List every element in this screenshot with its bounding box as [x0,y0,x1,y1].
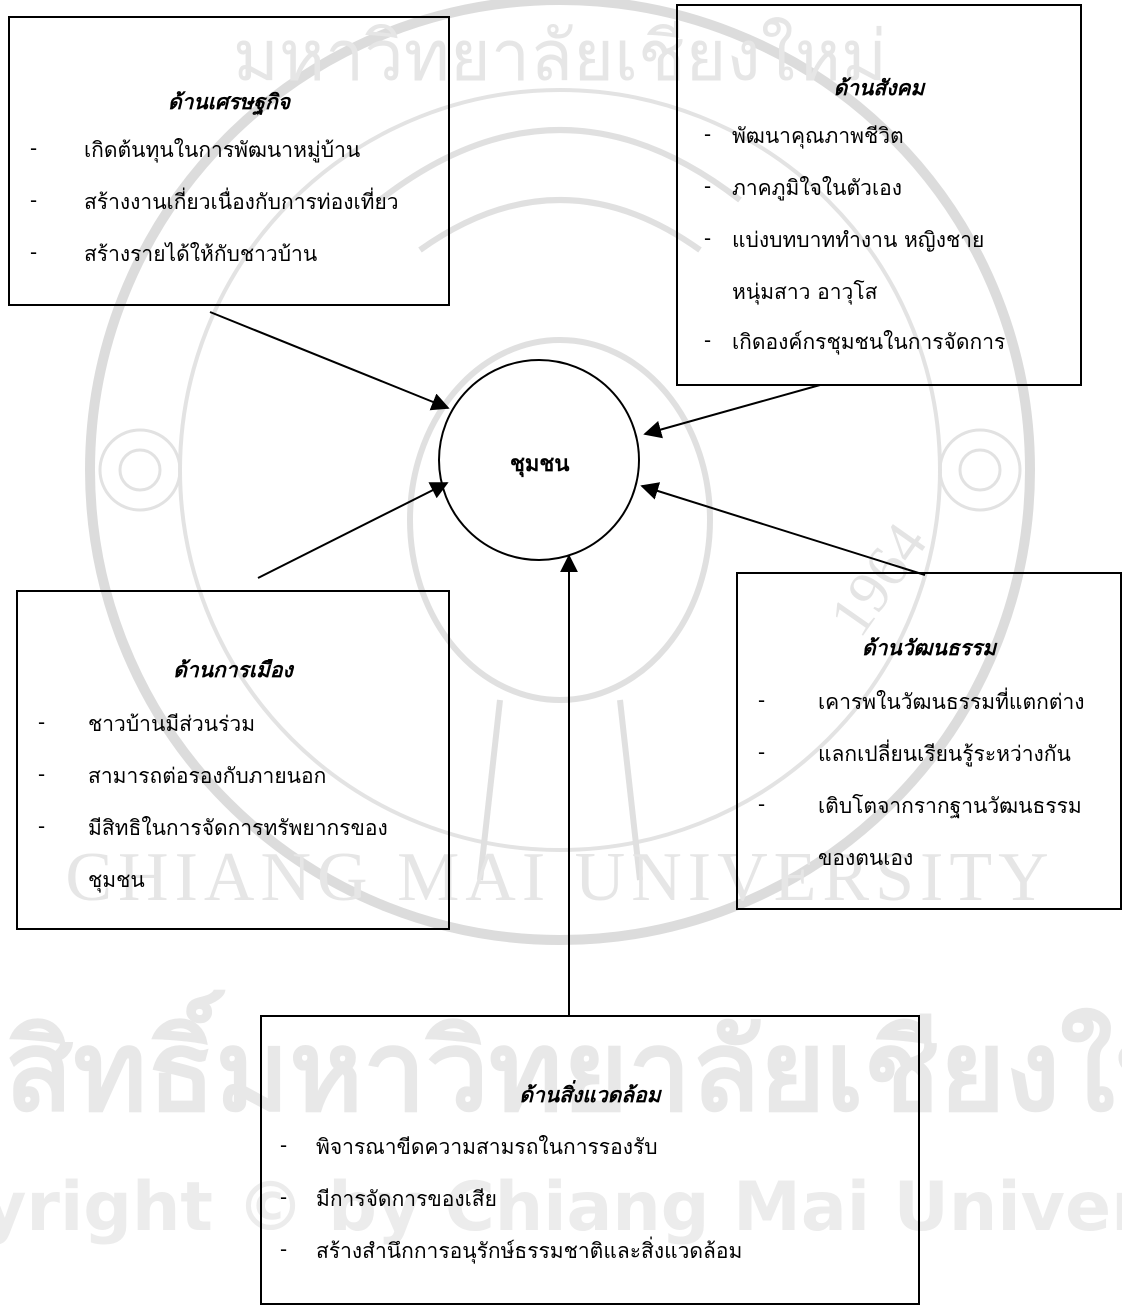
political-item-3: มีสิทธิในการจัดการทรัพยากรของ [88,816,388,840]
social-title: ด้านสังคม [833,75,925,100]
political-item-3-cont: ชุมชน [88,868,145,892]
economic-item-1: เกิดต้นทุนในการพัฒนาหมู่บ้าน [84,138,361,162]
political-title: ด้านการเมือง [173,657,293,682]
environment-item-1: พิจารณาขีดความสามรถในการรองรับ [316,1135,658,1159]
social-bullet-4: - [704,328,712,352]
political-bullet-1: - [38,710,46,734]
environment-bullet-2: - [280,1185,288,1209]
social-item-3-cont: หนุ่มสาว อาวุโส [732,280,878,304]
economic-title: ด้านเศรษฐกิจ [167,89,291,114]
cultural-item-2: แลกเปลี่ยนเรียนรู้ระหว่างกัน [818,742,1071,766]
economic-bullet-3: - [30,240,38,264]
environment-bullet-3: - [280,1237,288,1261]
economic-item-2: สร้างงานเกี่ยวเนื่องกับการท่องเที่ยว [84,190,399,214]
environment-box: ด้านสิ่งแวดล้อม - พิจารณาขีดความสามรถในก… [260,1015,920,1305]
cultural-item-1: เคารพในวัฒนธรรมที่แตกต่าง [818,690,1085,714]
social-box: ด้านสังคม - พัฒนาคุณภาพชีวิต - ภาคภูมิใจ… [676,4,1082,386]
economic-bullet-2: - [30,188,38,212]
arrow-social [643,384,821,439]
social-bullet-1: - [704,122,712,146]
cultural-bullet-2: - [758,740,766,764]
social-bullet-2: - [704,174,712,198]
social-item-1: พัฒนาคุณภาพชีวิต [732,124,904,148]
political-box: ด้านการเมือง - ชาวบ้านมีส่วนร่วม - สามาร… [16,590,450,930]
arrow-political [257,482,449,579]
cultural-bullet-1: - [758,688,766,712]
center-circle [438,359,640,561]
arrow-economic [209,311,450,411]
cultural-item-3-cont: ของตนเอง [818,846,914,870]
arrow-cultural [640,482,926,576]
economic-item-3: สร้างรายได้ให้กับชาวบ้าน [84,242,318,266]
environment-bullet-1: - [280,1133,288,1157]
political-bullet-2: - [38,762,46,786]
cultural-box: ด้านวัฒนธรรม - เคารพในวัฒนธรรมที่แตกต่าง… [736,572,1122,910]
economic-bullet-1: - [30,136,38,160]
cultural-title: ด้านวัฒนธรรม [861,635,997,660]
political-item-2: สามารถต่อรองกับภายนอก [88,764,327,788]
social-item-3: แบ่งบทบาททำงาน หญิงชาย [732,228,985,252]
social-item-4: เกิดองค์กรชุมชนในการจัดการ [732,330,1006,354]
political-item-1: ชาวบ้านมีส่วนร่วม [88,712,256,736]
social-item-2: ภาคภูมิใจในตัวเอง [732,176,903,200]
cultural-bullet-3: - [758,792,766,816]
environment-title: ด้านสิ่งแวดล้อม [519,1082,661,1107]
environment-item-3: สร้างสำนึกการอนุรักษ์ธรรมชาติและสิ่งแวดล… [316,1239,743,1263]
cultural-item-3: เติบโตจากรากฐานวัฒนธรรม [818,794,1082,818]
political-bullet-3: - [38,814,46,838]
economic-box: ด้านเศรษฐกิจ - เกิดต้นทุนในการพัฒนาหมู่บ… [8,16,450,306]
social-bullet-3: - [704,226,712,250]
center-label: ชุมชน [510,451,570,477]
environment-item-2: มีการจัดการของเสีย [316,1187,497,1211]
